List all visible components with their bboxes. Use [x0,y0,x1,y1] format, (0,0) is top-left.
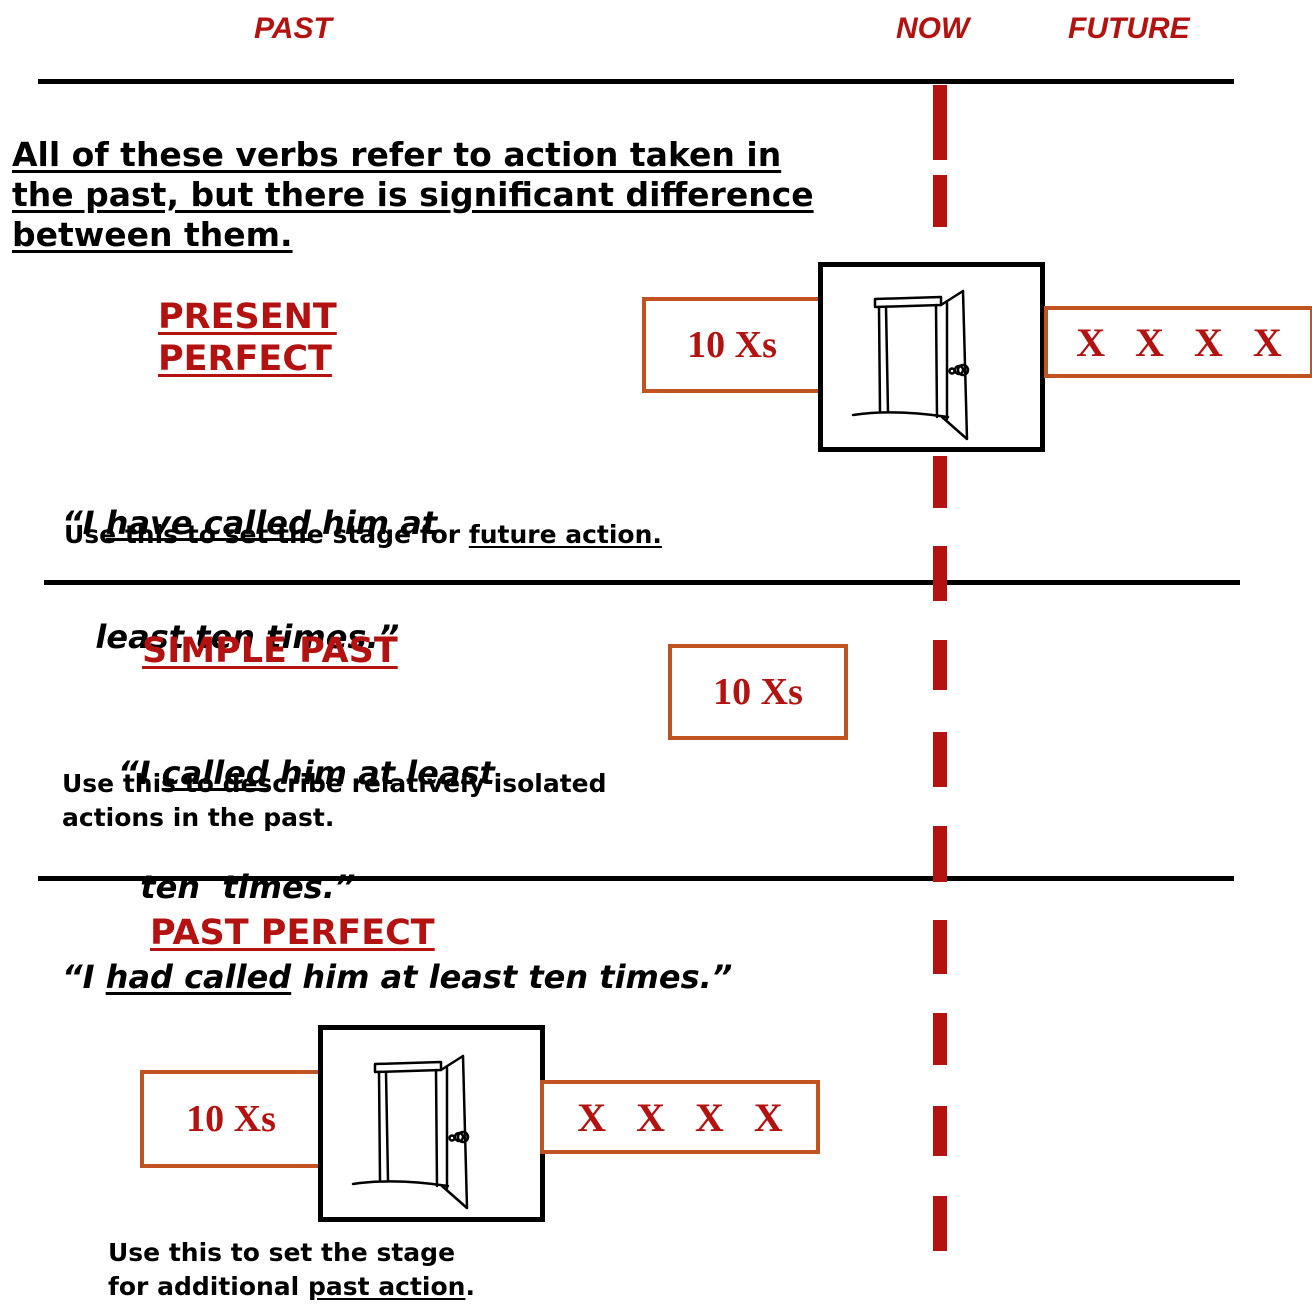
quote-verb: had called [105,958,292,996]
note-emphasis: past action [307,1272,466,1301]
after-actions-box: X X X X [540,1080,820,1154]
quote-line: least ten times.” [62,618,400,656]
box-label: X X X X [1076,319,1282,365]
present-perfect-usage-note: Use this to set the stage for future act… [64,518,662,552]
quote-open: “I [62,958,106,996]
now-dash [933,920,947,974]
now-dash [933,175,947,227]
now-dash [933,732,947,787]
before-count-box: 10 Xs [140,1070,322,1168]
open-door-icon [818,262,1045,452]
intro-paragraph: All of these verbs refer to action taken… [12,135,922,255]
quote-line: ten times.” [118,868,356,906]
simple-past-count-box: 10 Xs [668,644,848,740]
box-label: 10 Xs [687,324,777,366]
note-line: for additional past action. [108,1270,475,1304]
after-actions-box: X X X X [1044,306,1312,378]
quote-verb: have called [105,504,311,542]
now-dash [933,1106,947,1156]
quote-rest: him at least ten times.” [291,958,733,996]
now-dash [933,456,947,508]
now-dash [933,1013,947,1065]
quote-rest: him at [310,504,438,542]
present-perfect-example: “I have called him at least ten times.” [62,428,437,694]
note-emphasis: future action. [468,520,662,549]
before-count-box: 10 Xs [642,297,822,393]
quote-verb: called [161,754,269,792]
title-line: PRESENT [158,297,337,337]
intro-line: the past, but there is significant diffe… [12,175,814,214]
quote-open: “I [62,504,106,542]
now-dash [933,546,947,601]
past-perfect-example: “I had called him at least ten times.” [62,958,732,996]
now-dash [933,826,947,882]
now-dash [933,640,947,690]
past-perfect-title: PAST PERFECT [150,913,435,953]
intro-line: between them. [12,215,293,254]
simple-past-usage-note: Use this to describe relatively isolated… [62,767,607,835]
note-text: for additional [108,1272,308,1301]
door-drawing [351,1054,470,1210]
title-line: PERFECT [158,339,332,379]
quote-rest: him at least [268,754,495,792]
quote-open: “I [118,754,162,792]
present-perfect-title: PRESENT PERFECT [158,296,337,380]
past-label: PAST [254,12,332,45]
note-line: Use this to set the stage [108,1238,456,1267]
note-line: actions in the past. [62,803,335,832]
door-drawing [851,289,970,441]
simple-past-example: “I called him at least ten times.” [118,678,495,944]
box-label: 10 Xs [713,671,803,713]
note-text: . [465,1272,475,1301]
simple-past-title: SIMPLE PAST [142,631,398,671]
section-rule-2 [38,876,1234,881]
note-line: Use this to describe relatively isolated [62,769,607,798]
quote-line: “I have called him at [62,504,437,542]
now-label: NOW [896,12,970,45]
now-dash [933,1196,947,1251]
open-door-icon [318,1025,545,1222]
section-rule-1 [44,580,1240,585]
box-label: 10 Xs [186,1098,276,1140]
future-label: FUTURE [1068,12,1190,45]
quote-line: “I called him at least [118,754,495,792]
note-text: Use this to set the stage for [64,520,469,549]
intro-line: All of these verbs refer to action taken… [12,135,782,174]
now-dash [933,85,947,160]
box-label: X X X X [577,1094,783,1140]
past-perfect-usage-note: Use this to set the stage for additional… [108,1236,475,1304]
top-rule [38,79,1234,84]
